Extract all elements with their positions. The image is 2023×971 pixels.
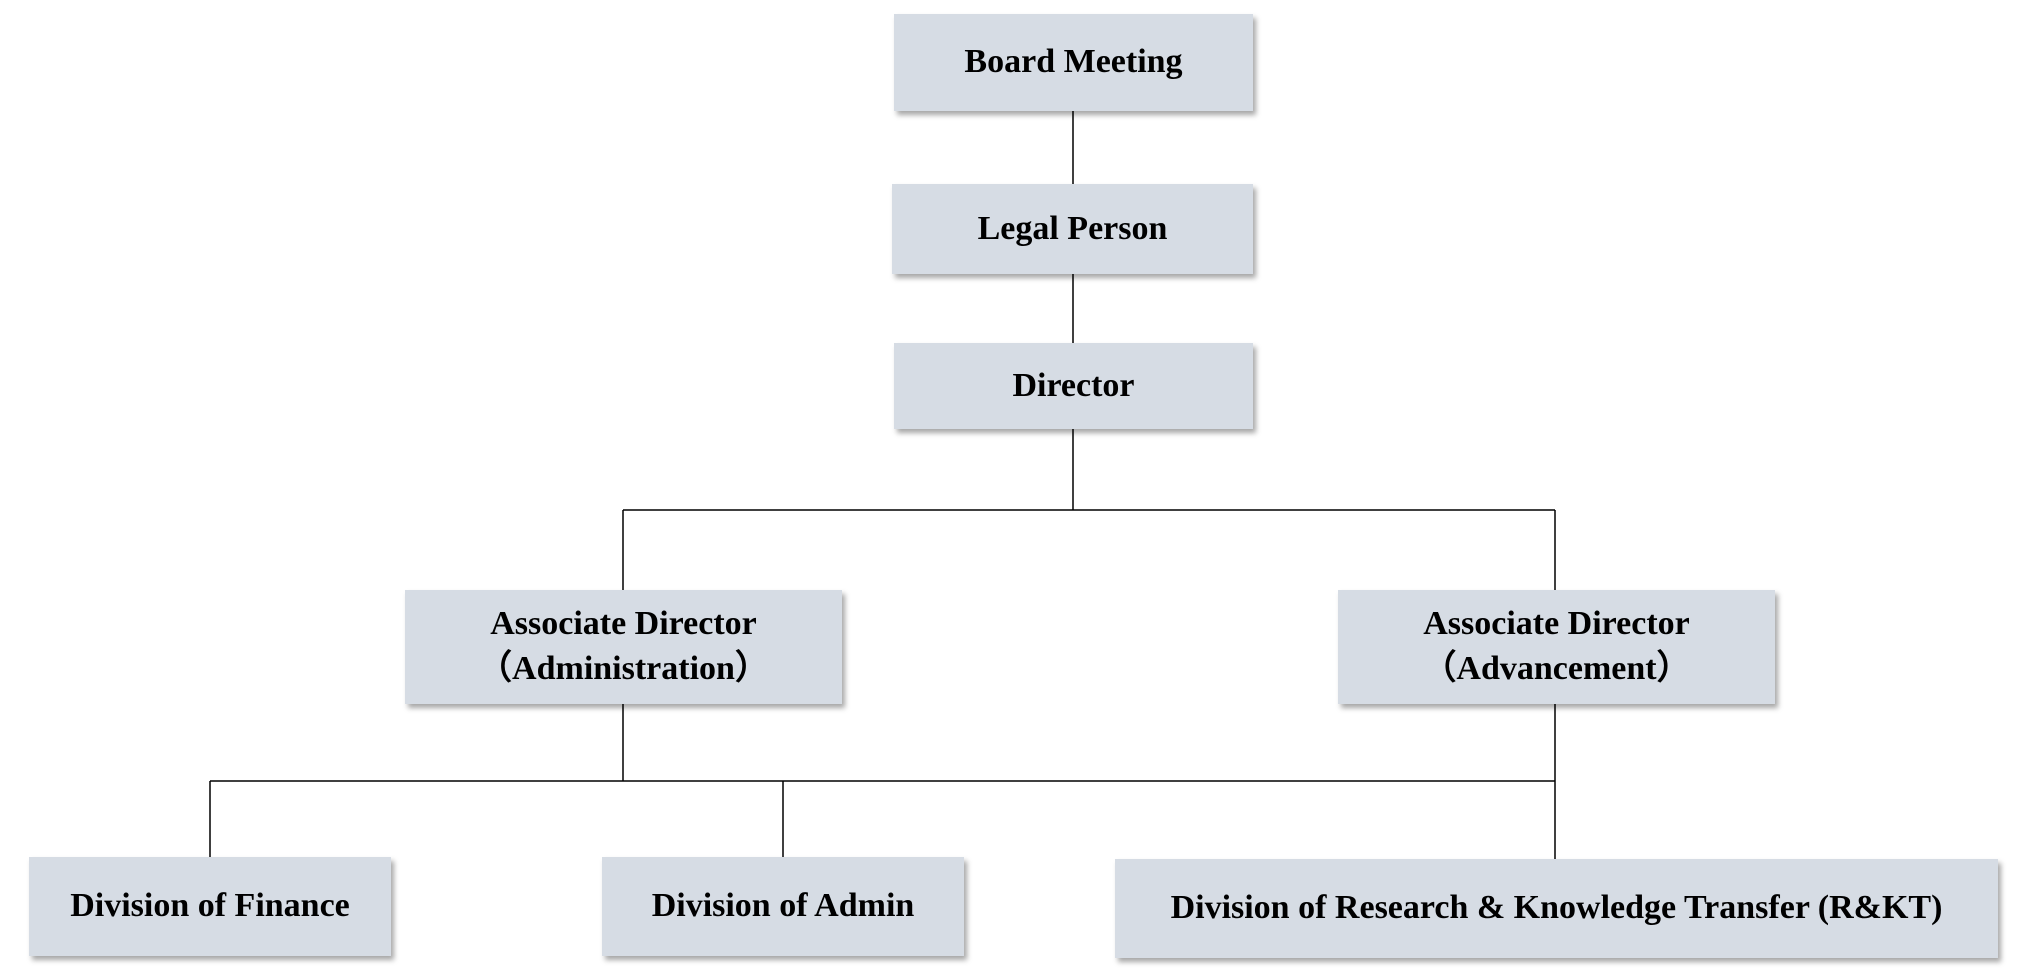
node-label-line2: （Advancement） <box>1422 650 1691 687</box>
node-legal-person: Legal Person <box>892 184 1253 274</box>
node-label: Division of Admin <box>651 887 915 925</box>
node-division-admin: Division of Admin <box>602 857 964 956</box>
node-label: Board Meeting <box>964 43 1183 81</box>
node-label: Division of Research & Knowledge Transfe… <box>1170 889 1943 927</box>
node-division-finance: Division of Finance <box>29 857 391 956</box>
node-label: Division of Finance <box>70 887 350 925</box>
node-label: Director <box>1012 366 1135 404</box>
node-label-line1: Associate Director <box>490 605 757 643</box>
node-associate-director-administration: Associate Director （Administration） <box>405 590 842 704</box>
node-division-research-knowledge-transfer: Division of Research & Knowledge Transfe… <box>1115 859 1998 958</box>
node-label-line2: （Administration） <box>478 650 769 687</box>
node-director: Director <box>894 343 1253 429</box>
node-associate-director-advancement: Associate Director （Advancement） <box>1338 590 1775 704</box>
node-label-line1: Associate Director <box>1423 605 1690 643</box>
node-label: Legal Person <box>977 209 1168 247</box>
node-board-meeting: Board Meeting <box>894 14 1253 111</box>
